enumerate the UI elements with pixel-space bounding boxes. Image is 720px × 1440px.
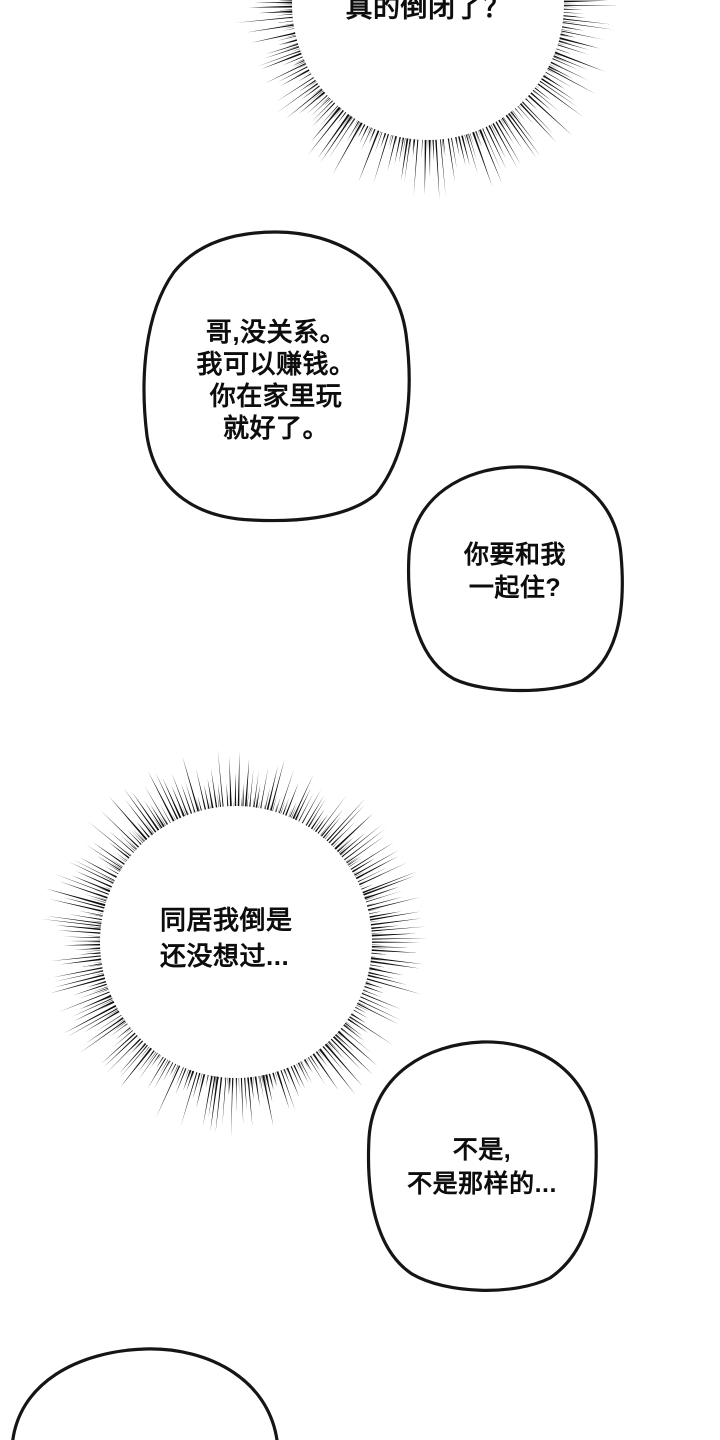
- speech-bubble-text: 你要和我 一起住?: [463, 541, 566, 602]
- speech-bubble-text: 不是, 不是那样的...: [407, 1136, 557, 1198]
- burst-bubble-shape: [235, 0, 620, 200]
- speech-bubble-money: 哥,没关系。 我可以赚钱。 你在家里玩 就好了。: [140, 228, 412, 523]
- speech-bubble-live-together: 你要和我 一起住?: [404, 463, 626, 693]
- oval-bubble-shape: [11, 1347, 279, 1440]
- speech-bubble-burst-top: 真的倒闭了？: [228, 0, 628, 204]
- speech-bubble-bottom-cropped: [8, 1346, 282, 1440]
- burst-bubble-shape: [41, 749, 428, 1139]
- speech-bubble-text: 同居我倒是 还没想过...: [160, 905, 293, 971]
- oval-bubble-shape: [366, 1040, 598, 1292]
- speech-bubble-text: 真的倒闭了？: [345, 0, 511, 23]
- speech-bubble-not-like-that: 不是, 不是那样的...: [364, 1038, 600, 1293]
- speech-bubble-text: 哥,没关系。 我可以赚钱。 你在家里玩 就好了。: [196, 317, 356, 443]
- speech-bubble-burst-middle: 同居我倒是 还没想过...: [36, 742, 436, 1142]
- oval-bubble-shape: [406, 465, 624, 693]
- oval-bubble-shape: [142, 230, 411, 523]
